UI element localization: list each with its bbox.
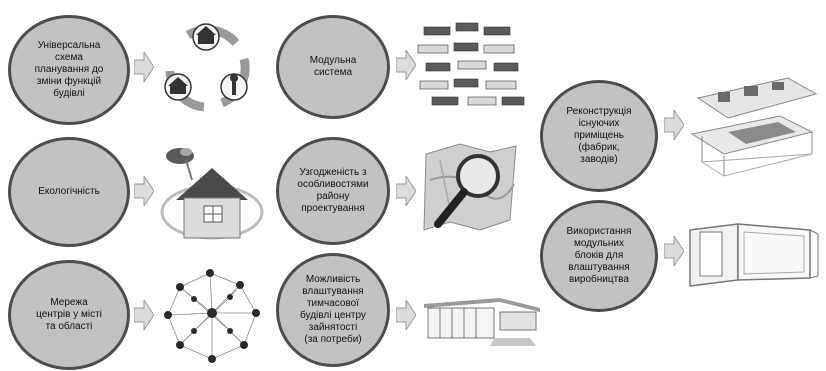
bubble-reconstruction: Реконструкція існуючих приміщень (фабрик…	[540, 80, 658, 192]
bubble-label: Можливість влаштування тимчасової будівл…	[300, 274, 366, 345]
network-icon	[164, 269, 260, 363]
cycle-houses-icon	[164, 23, 250, 112]
arrow-right-icon	[134, 300, 154, 330]
bubble-label: Узгодженість з особливостями району прое…	[297, 167, 369, 214]
bubble-network: Мережа центрів у місті та області	[8, 260, 130, 370]
arrow-right-icon	[664, 236, 684, 266]
bubble-label: Використання модульних блоків для влашту…	[566, 226, 632, 285]
arrow-right-icon	[396, 176, 416, 206]
arrow-right-icon	[396, 300, 416, 330]
arrow-right-icon	[134, 52, 154, 82]
modular-block-icon	[689, 223, 819, 287]
bubble-label: Екологічність	[38, 186, 100, 197]
bubble-ecology: Екологічність	[8, 137, 130, 247]
arrow-right-icon	[134, 176, 154, 206]
arrow-right-icon	[664, 110, 684, 140]
map-magnifier-icon	[423, 143, 517, 231]
bubble-modular-blocks: Використання модульних блоків для влашту…	[540, 200, 658, 312]
bubble-label: Реконструкція існуючих приміщень (фабрик…	[566, 106, 632, 165]
bubble-universal-planning: Універсальна схема планування до зміни ф…	[8, 15, 130, 125]
bubble-label: Універсальна схема планування до зміни ф…	[34, 40, 104, 99]
arrow-right-icon	[396, 50, 416, 80]
modules-icon	[417, 22, 525, 106]
bubble-label: Мережа центрів у місті та області	[36, 297, 102, 332]
bubble-temporary-building: Можливість влаштування тимчасової будівл…	[276, 253, 390, 367]
bubble-district-consistency: Узгодженість з особливостями району прое…	[276, 137, 390, 245]
bubble-label: Модульна система	[309, 55, 357, 78]
bubble-modular-system: Модульна система	[276, 15, 390, 119]
eco-house-icon	[160, 148, 264, 240]
temporary-building-icon	[424, 298, 540, 346]
factory-plan-icon	[690, 77, 818, 177]
